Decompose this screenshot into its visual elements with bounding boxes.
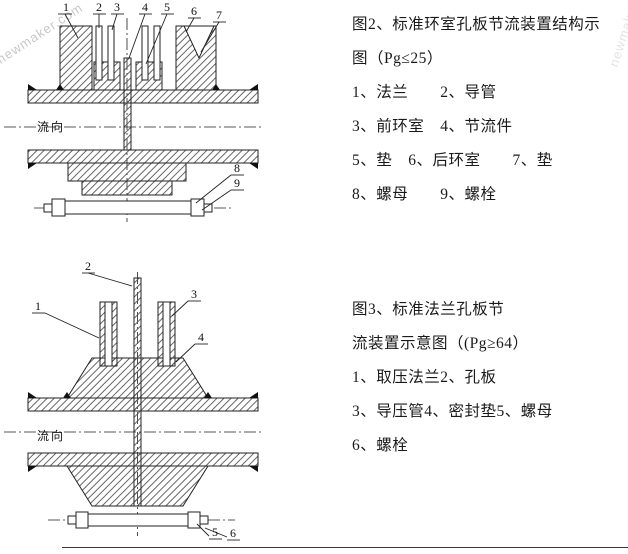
fig2-callout-6: 6 xyxy=(191,4,197,18)
fig3-caption-line-3: 1、取压法兰2、孔板 xyxy=(352,369,497,386)
fig3-drawing: 2 3 1 4 5 6 流向 xyxy=(4,259,262,541)
fig3-callout-5: 5 xyxy=(212,525,218,539)
fig3-orifice-plate xyxy=(133,277,142,507)
fig2-callout-2: 2 xyxy=(96,0,102,14)
fig2-caption-line-6: 8、螺母 9、螺栓 xyxy=(352,186,497,203)
bottom-rule xyxy=(62,547,628,548)
fig3-pipe xyxy=(27,397,259,467)
fig2-weld-marks xyxy=(28,84,258,169)
fig3-callout-6: 6 xyxy=(230,526,236,540)
fig3-pressure-tubes xyxy=(99,301,176,367)
fig2-caption-line-5: 5、垫 6、后环室 7、垫 xyxy=(352,152,553,169)
fig2-bolt-assembly xyxy=(43,198,213,217)
fig2-callout-9: 9 xyxy=(234,176,240,190)
fig2-caption: 图2、标准环室孔板节流装置结构示 图（Pg≤25） 1、法兰 2、导管 3、前环… xyxy=(352,8,624,212)
fig3-callout-3: 3 xyxy=(191,287,197,301)
fig2-caption-line-3: 1、法兰 2、导管 xyxy=(352,84,497,101)
fig2-callout-5: 5 xyxy=(164,0,170,14)
fig3-caption-line-4: 3、导压管4、密封垫5、螺母 xyxy=(352,403,553,420)
fig3-leader-lines xyxy=(32,272,240,541)
fig3-callout-2: 2 xyxy=(85,259,91,273)
fig3-caption-line-2: 流装置示意图（(Pg≥64） xyxy=(352,335,529,352)
fig2-callout-1: 1 xyxy=(63,0,69,14)
fig2-callout-7: 7 xyxy=(216,8,222,22)
fig3-callout-4: 4 xyxy=(198,330,204,344)
fig3-flow-direction-label: 流向 xyxy=(37,428,65,443)
fig2-callout-3: 3 xyxy=(114,0,120,14)
fig2-upper-assembly xyxy=(59,25,217,91)
fig2-callout-4: 4 xyxy=(142,0,148,14)
fig2-caption-line-2: 图（Pg≤25） xyxy=(352,50,443,67)
fig2-lower-flange xyxy=(67,162,187,196)
fig3-caption-line-1: 图3、标准法兰孔板节 xyxy=(352,301,505,318)
fig3-callout-1: 1 xyxy=(35,299,41,313)
fig3-caption-line-5: 6、螺栓 xyxy=(352,437,409,454)
fig2-flow-direction-label: 流向 xyxy=(37,119,65,134)
fig2-callout-8: 8 xyxy=(234,161,240,175)
fig3-caption: 图3、标准法兰孔板节 流装置示意图（(Pg≥64） 1、取压法兰2、孔板 3、导… xyxy=(352,293,624,463)
fig2-caption-line-4: 3、前环室 4、节流件 xyxy=(352,118,513,135)
fig2-orifice-plate xyxy=(123,57,132,151)
fig3-bolt-assembly xyxy=(67,511,209,529)
fig2-leader-lines xyxy=(58,13,244,211)
fig2-drawing: 1 2 3 4 5 6 7 8 9 流向 xyxy=(4,0,262,222)
fig3-weld-marks xyxy=(28,392,258,472)
fig2-caption-line-1: 图2、标准环室孔板节流装置结构示 xyxy=(352,16,601,33)
